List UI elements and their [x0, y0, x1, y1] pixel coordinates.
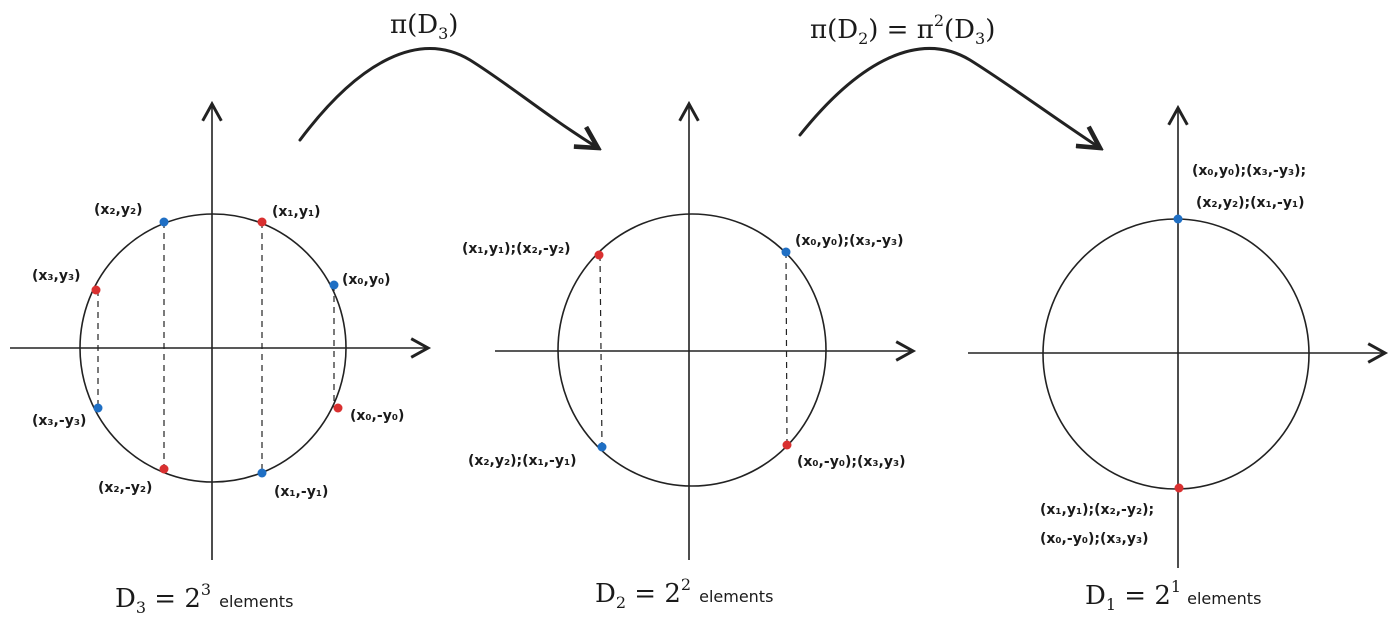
point-x0-neg-y0 [333, 403, 343, 413]
point-x3-y3 [91, 285, 101, 295]
caption-d2: D2 = 22elements [595, 575, 773, 612]
label-x3-y3: (x₃,y₃) [32, 268, 81, 284]
panel-d1: (x₀,y₀);(x₃,-y₃); (x₂,y₂);(x₁,-y₁) (x₁,y… [968, 104, 1389, 614]
label-x1-y1-x2-neg-y2: (x₁,y₁);(x₂,-y₂) [462, 241, 570, 257]
unit-circle [557, 213, 827, 487]
point-top-merged [1173, 214, 1183, 224]
label-x0-neg-y0: (x₀,-y₀) [350, 408, 404, 424]
label-x0-y0-x3-neg-y3: (x₀,y₀);(x₃,-y₃) [795, 233, 903, 249]
point-x1-neg-y1 [257, 468, 267, 478]
point-x3-neg-y3 [93, 403, 103, 413]
label-x2-y2: (x₂,y₂) [94, 202, 143, 218]
point-x2-y2-x1-neg-y1 [597, 442, 607, 452]
label-x1-y1: (x₁,y₁) [272, 204, 321, 220]
unit-circle [1042, 218, 1310, 490]
point-x0-y0-x3-neg-y3 [781, 247, 791, 257]
label-x0-y0: (x₀,y₀) [342, 272, 391, 288]
label-bottom-line-2: (x₀,-y₀);(x₃,y₃) [1040, 531, 1148, 547]
point-bottom-merged [1174, 483, 1184, 493]
panel-d2: (x₁,y₁);(x₂,-y₂) (x₀,y₀);(x₃,-y₃) (x₂,y₂… [462, 100, 917, 612]
caption-d1: D1 = 21elements [1085, 577, 1261, 614]
arrow-pi-d2: π(D2) = π2(D3) [798, 11, 1100, 148]
label-x0-neg-y0-x3-y3: (x₀,-y₀);(x₃,y₃) [797, 454, 905, 470]
arrow-pi-d3: π(D3) [298, 10, 598, 148]
label-top-line-1: (x₀,y₀);(x₃,-y₃); [1192, 163, 1306, 179]
point-x2-y2 [159, 217, 169, 227]
label-bottom-line-1: (x₁,y₁);(x₂,-y₂); [1040, 502, 1154, 518]
point-x0-y0 [329, 280, 339, 290]
label-x2-y2-x1-neg-y1: (x₂,y₂);(x₁,-y₁) [468, 453, 576, 469]
point-x1-y1-x2-neg-y2 [594, 250, 604, 260]
unit-circle [79, 213, 347, 483]
point-x0-neg-y0-x3-y3 [782, 440, 792, 450]
label-x2-neg-y2: (x₂,-y₂) [98, 480, 152, 496]
panel-d3: (x₀,y₀) (x₁,y₁) (x₂,y₂) (x₃,y₃) (x₃,-y₃)… [10, 100, 432, 617]
arrow-pi-d2-label: π(D2) = π2(D3) [810, 11, 995, 48]
arrow-pi-d3-label: π(D3) [390, 10, 458, 43]
label-x3-neg-y3: (x₃,-y₃) [32, 413, 86, 429]
label-x1-neg-y1: (x₁,-y₁) [274, 484, 328, 500]
point-x2-neg-y2 [159, 464, 169, 474]
caption-d3: D3 = 23elements [115, 580, 293, 617]
point-x1-y1 [257, 217, 267, 227]
label-top-line-2: (x₂,y₂);(x₁,-y₁) [1196, 195, 1304, 211]
